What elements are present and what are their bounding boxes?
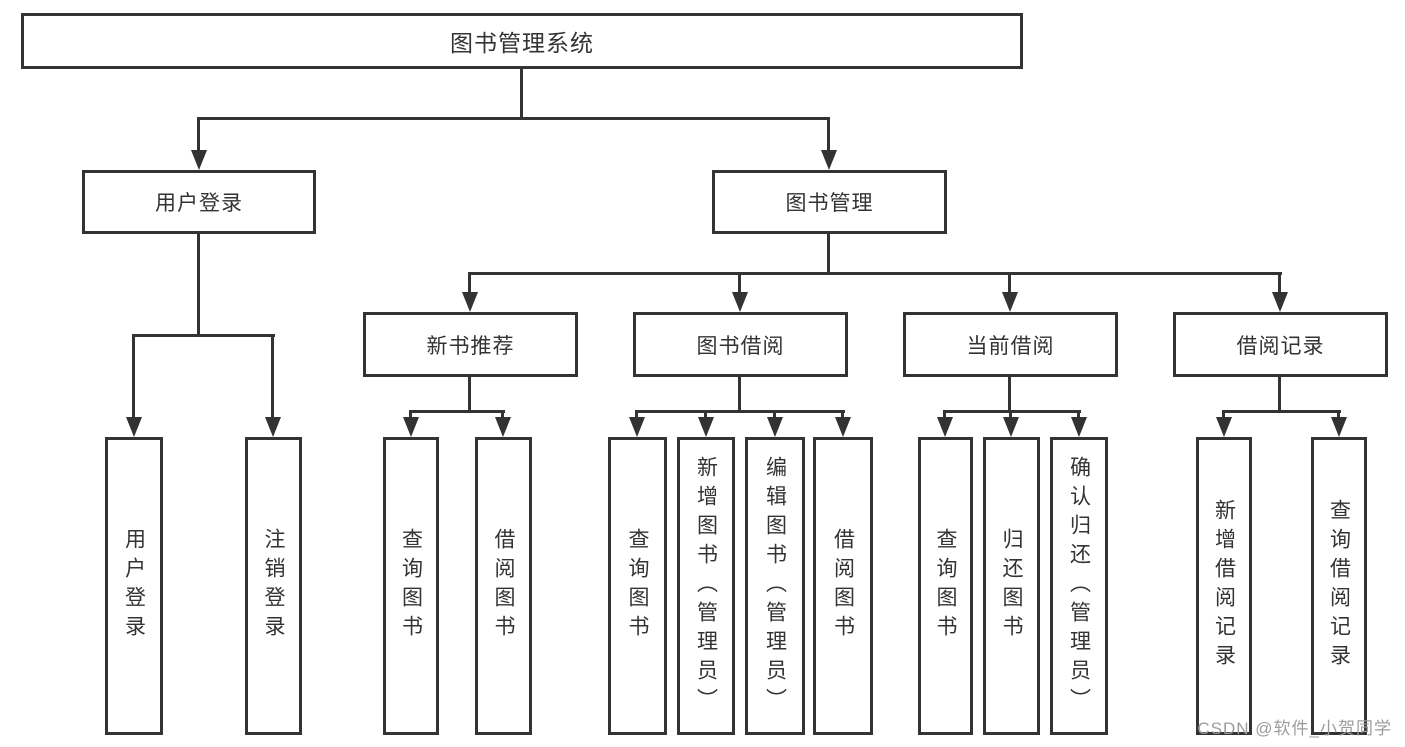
connector-line	[1222, 410, 1225, 420]
connector-line	[1008, 272, 1011, 296]
node-label: 新增图书（管理员）	[694, 455, 718, 717]
arrowhead	[821, 150, 837, 170]
connector-line	[635, 410, 638, 420]
arrowhead	[495, 417, 511, 437]
connector-line	[197, 117, 830, 120]
arrowhead	[629, 417, 645, 437]
connector-line	[841, 410, 844, 420]
connector-line	[501, 410, 504, 420]
node-label: 当前借阅	[966, 334, 1055, 358]
arrowhead	[462, 292, 478, 312]
node-label: 编辑图书（管理员）	[763, 455, 787, 717]
connector-line	[704, 410, 707, 420]
connector-line	[468, 272, 1282, 275]
leaf-borrow-books-recommend: 借阅图书	[475, 437, 532, 735]
connector-line	[1008, 377, 1011, 413]
connector-line	[468, 377, 471, 413]
connector-line	[271, 334, 274, 420]
connector-line	[1278, 272, 1281, 296]
node-borrow-records: 借阅记录	[1173, 312, 1388, 377]
leaf-query-borrow-record: 查询借阅记录	[1311, 437, 1367, 735]
arrowhead	[1216, 417, 1232, 437]
connector-line	[827, 234, 830, 275]
node-root: 图书管理系统	[21, 13, 1023, 69]
leaf-logout-login: 注销登录	[245, 437, 302, 735]
watermark-text: CSDN @软件_小贺同学	[1197, 719, 1392, 738]
node-label: 图书管理系统	[450, 30, 594, 56]
node-label: 借阅图书	[492, 528, 515, 644]
arrowhead	[1272, 292, 1288, 312]
node-label: 用户登录	[155, 192, 243, 215]
connector-line	[943, 410, 946, 420]
node-label: 查询图书	[626, 528, 649, 644]
arrowhead	[835, 417, 851, 437]
connector-line	[132, 334, 135, 420]
node-label: 用户登录	[122, 528, 146, 644]
connector-line	[520, 68, 523, 120]
connector-line	[827, 117, 830, 153]
leaf-query-books-current: 查询图书	[918, 437, 973, 735]
node-book-borrow: 图书借阅	[633, 312, 848, 377]
arrowhead	[732, 292, 748, 312]
arrowhead	[1002, 292, 1018, 312]
node-user-login: 用户登录	[82, 170, 316, 234]
connector-line	[1077, 410, 1080, 420]
leaf-add-books-admin: 新增图书（管理员）	[677, 437, 735, 735]
leaf-borrow-books: 借阅图书	[813, 437, 873, 735]
connector-line	[197, 117, 200, 153]
connector-line	[132, 334, 275, 337]
connector-line	[738, 377, 741, 413]
arrowhead	[1071, 417, 1087, 437]
node-label: 查询图书	[934, 528, 957, 644]
node-label: 归还图书	[1000, 528, 1023, 644]
arrowhead	[265, 417, 281, 437]
connector-line	[1337, 410, 1340, 420]
connector-line	[197, 234, 200, 337]
connector-line	[468, 272, 471, 296]
node-label: 新增借阅记录	[1212, 499, 1236, 673]
node-label: 查询借阅记录	[1327, 499, 1351, 673]
connector-line	[409, 410, 505, 413]
node-label: 注销登录	[262, 528, 285, 644]
node-label: 确认归还（管理员）	[1067, 455, 1091, 717]
arrowhead	[698, 417, 714, 437]
node-label: 借阅图书	[831, 528, 855, 644]
leaf-user-login: 用户登录	[105, 437, 163, 735]
node-label: 查询图书	[399, 528, 423, 644]
connector-line	[1222, 410, 1341, 413]
node-label: 图书借阅	[696, 334, 785, 358]
leaf-return-books: 归还图书	[983, 437, 1040, 735]
connector-line	[635, 410, 845, 413]
arrowhead	[937, 417, 953, 437]
leaf-confirm-return-admin: 确认归还（管理员）	[1050, 437, 1108, 735]
leaf-query-books-recommend: 查询图书	[383, 437, 439, 735]
node-current-borrow: 当前借阅	[903, 312, 1118, 377]
connector-line	[773, 410, 776, 420]
node-new-book-recommend: 新书推荐	[363, 312, 578, 377]
arrowhead	[767, 417, 783, 437]
connector-line	[738, 272, 741, 296]
leaf-edit-books-admin: 编辑图书（管理员）	[745, 437, 805, 735]
node-label: 借阅记录	[1236, 334, 1325, 358]
node-label: 新书推荐	[426, 334, 515, 358]
arrowhead	[126, 417, 142, 437]
arrowhead	[191, 150, 207, 170]
connector-line	[943, 410, 1081, 413]
leaf-query-books-borrow: 查询图书	[608, 437, 667, 735]
connector-line	[409, 410, 412, 420]
arrowhead	[1003, 417, 1019, 437]
leaf-add-borrow-record: 新增借阅记录	[1196, 437, 1252, 735]
arrowhead	[1331, 417, 1347, 437]
arrowhead	[403, 417, 419, 437]
connector-line	[1278, 377, 1281, 413]
node-label: 图书管理	[785, 192, 874, 215]
connector-line	[1009, 410, 1012, 420]
node-book-management: 图书管理	[712, 170, 947, 234]
